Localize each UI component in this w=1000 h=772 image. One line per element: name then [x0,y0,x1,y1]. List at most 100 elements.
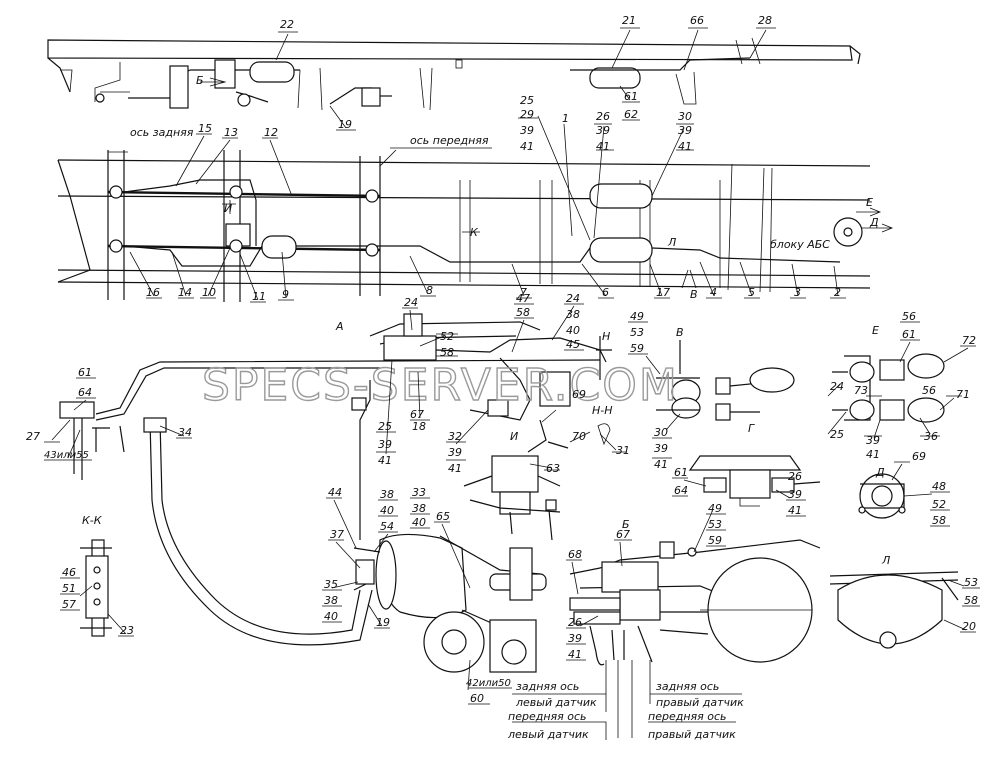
callout-44: 44 [328,486,342,499]
callout-22: 22 [280,18,294,31]
callout-17: 17 [656,286,670,299]
callout-58: 58 [932,514,946,527]
side-view-frame [47,37,861,111]
label-rear-axle-right-1: задняя ось [656,680,719,693]
label-front-axle: ось передняя [410,134,489,147]
view-letter-v: В [676,326,684,339]
plan-view-frame [57,150,894,302]
callout-62: 62 [624,108,638,121]
view-letter-k-arrow: К [470,226,479,239]
label-front-axle-left-2: левый датчик [507,728,589,741]
callout-39: 39 [378,438,392,451]
callout-38: 38 [324,594,338,607]
callout-40: 40 [412,516,426,529]
callout-35: 35 [324,578,338,591]
text-labels: ось задняя ось передняя блоку АБС задняя… [130,126,830,741]
label-front-axle-right-2: правый датчик [648,728,736,741]
view-d-flange [858,473,906,519]
callout-58: 58 [964,594,978,607]
callout-26: 26 [568,616,582,629]
callout-37: 37 [330,528,344,541]
callout-53: 53 [708,518,722,531]
callout-14: 14 [178,286,192,299]
watermark: SPECS-SERVER.COM [202,360,679,411]
view-a-piping [59,313,612,646]
callout-33: 33 [412,486,426,499]
callout-61: 61 [674,466,688,479]
view-letter-nn: Н-Н [592,404,613,417]
callout-47: 47 [516,292,530,305]
view-letter-l-arrow: Л [667,236,676,249]
callout-63: 63 [546,462,560,475]
callout-61: 61 [78,366,92,379]
view-letter-d-arrow: Д [869,216,879,229]
view-letter-d: Д [875,466,885,479]
callout-13: 13 [224,126,238,139]
callout-4: 4 [710,286,717,299]
callout-53: 53 [630,326,644,339]
label-rear-axle-right-2: правый датчик [656,696,744,709]
callout-60: 60 [470,692,484,705]
callout-12: 12 [264,126,278,139]
callout-61: 61 [624,90,638,103]
view-letter-e-arrow: Е [866,196,873,209]
view-letter-v-arrow: В [690,288,698,301]
callout-53: 53 [964,576,978,589]
callout-25: 25 [830,428,844,441]
view-letter-l: Л [881,554,890,567]
callout-31: 31 [616,444,630,457]
callout-52: 52 [932,498,946,511]
callout-57: 57 [62,598,76,611]
label-front-axle-left-1: передняя ось [508,710,587,723]
callout-56: 56 [922,384,936,397]
label-rear-axle: ось задняя [130,126,194,139]
callout-67: 67 [616,528,630,541]
callout-56: 56 [902,310,916,323]
callout-39: 39 [654,442,668,455]
valve-body-a [383,335,437,361]
view-letter-kk: К-К [82,514,103,527]
callout-58: 58 [440,346,454,359]
callout-40: 40 [324,610,338,623]
callout-labels: 22 21 66 28 19 61 62 25 29 39 41 1 26 39… [26,14,978,705]
callout-40: 40 [566,324,580,337]
callout-71: 71 [956,388,970,401]
callout-26: 26 [788,470,802,483]
callout-39: 39 [596,124,610,137]
callout-70: 70 [572,430,586,443]
callout-41: 41 [568,648,582,661]
callout-59: 59 [708,534,722,547]
callout-25: 25 [378,420,392,433]
callout-40: 40 [380,504,394,517]
callout-30: 30 [678,110,692,123]
callout-1: 1 [562,112,569,125]
callout-25: 25 [520,94,534,107]
callout-41: 41 [520,140,534,153]
callout-46: 46 [62,566,76,579]
view-letter-i: И [510,430,518,443]
label-to-abs: блоку АБС [770,238,830,251]
callout-20: 20 [962,620,976,633]
callout-41: 41 [654,458,668,471]
callout-52: 52 [440,330,454,343]
callout-39: 39 [866,434,880,447]
view-letter-b-arrow: Б [196,74,204,87]
callout-39: 39 [788,488,802,501]
callout-8: 8 [426,284,433,297]
callout-26: 26 [596,110,610,123]
callout-67: 67 [410,408,424,421]
view-letter-n-arrow: Н [602,330,610,343]
callout-41: 41 [378,454,392,467]
callout-41: 41 [866,448,880,461]
callout-65: 65 [436,510,450,523]
callout-7: 7 [520,286,527,299]
view-letter-i-arrow: И [224,202,232,215]
view-g-valve [688,455,821,507]
callout-24: 24 [566,292,580,305]
callout-39: 39 [568,632,582,645]
callout-43or55: 43или55 [44,450,89,461]
leader-lines [44,27,980,740]
callout-34: 34 [178,426,192,439]
